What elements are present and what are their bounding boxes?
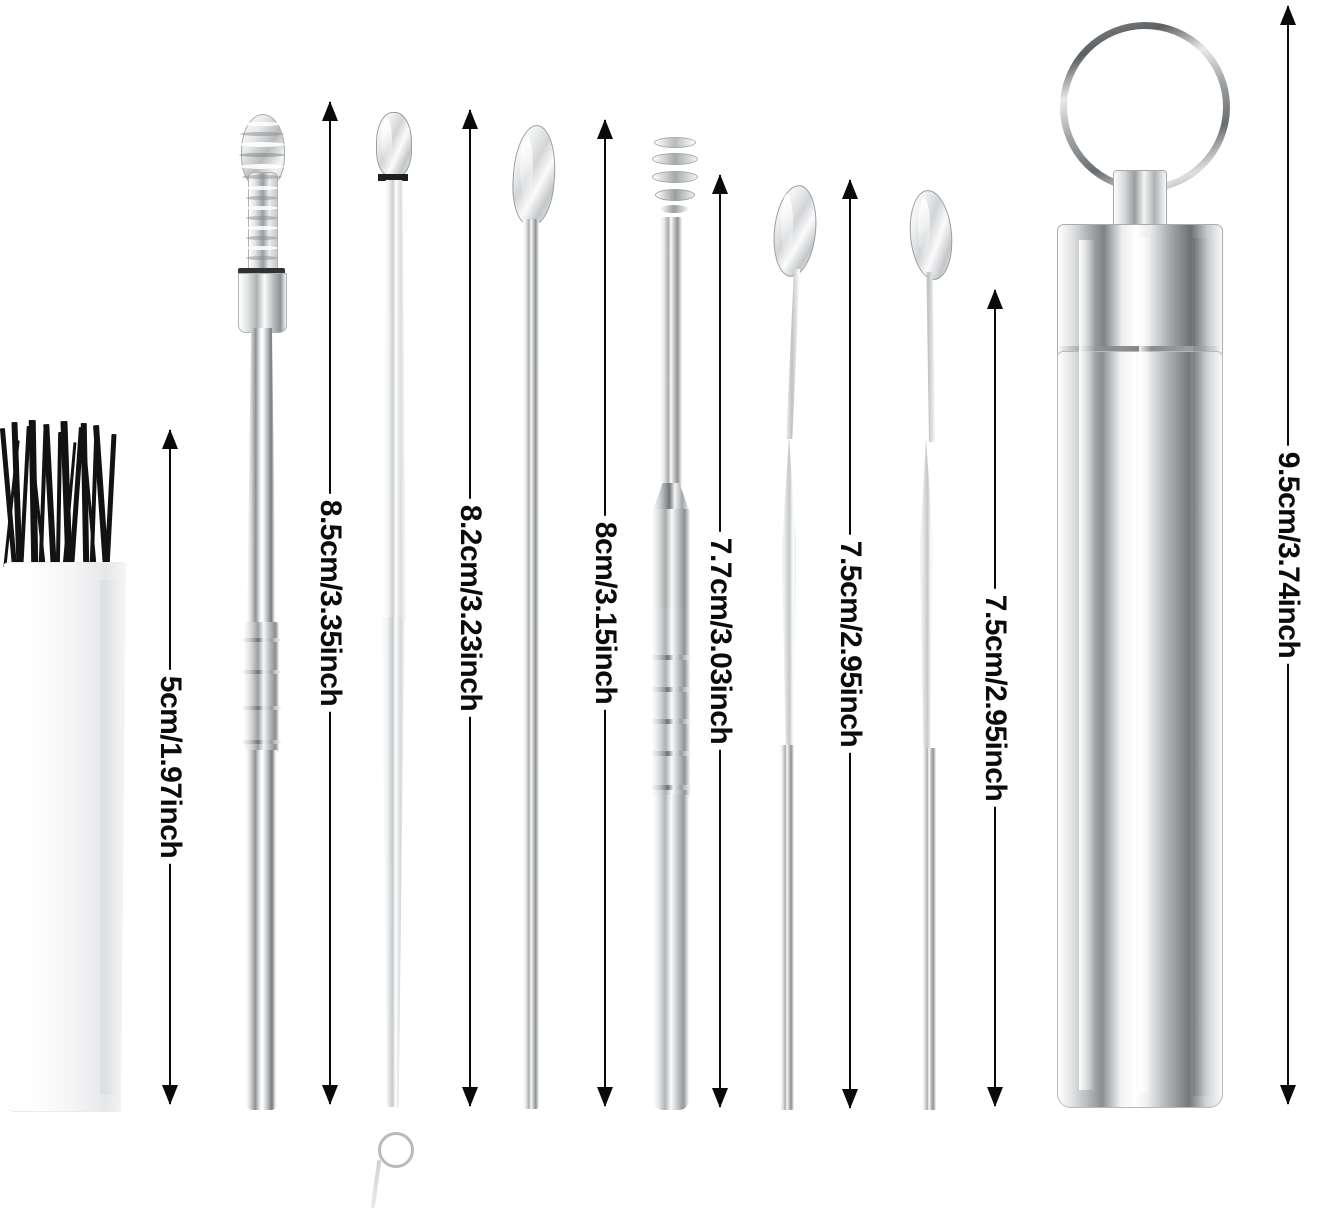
dimension-label: 8cm/3.15inch [588,515,622,711]
scoop-loop-tail [370,1159,382,1208]
arrow-head-up-icon [1280,5,1296,25]
spoon-shaft-mid [919,438,934,778]
dimension-label: 5cm/1.97inch [153,669,187,865]
dimension-keychain-case: 9.5cm/3.74inch [1268,5,1308,1105]
telescope-grip [652,609,690,797]
scoop-tip-shine [381,118,392,162]
keychain-storage-case [1035,10,1255,1110]
arrow-head-down-icon [842,1089,858,1109]
oval-spoon-ear-pick-b [900,188,970,1110]
arrow-head-down-icon [987,1087,1003,1107]
brush-handle-shadow [100,580,120,1095]
flat-spatula-ear-pick [505,123,575,1110]
arrow-head-up-icon [462,109,478,129]
spiral-spring-ear-pick [225,110,305,1110]
pick-grip [244,622,279,752]
coil-tip-icon [650,135,698,221]
arrow-head-down-icon [462,1087,478,1107]
brush-bristles [0,419,130,570]
product-dimension-diagram: 5cm/1.97inch [0,5,1308,1208]
dimension-oval-spoon-b: 7.5cm/2.95inch [975,289,1015,1107]
arrow-head-up-icon [712,174,728,194]
dimension-flat-spatula-pick: 8cm/3.15inch [585,119,625,1107]
scoop-collar [378,174,408,181]
spoon-tip-icon [906,188,956,282]
double-ended-scoop-pick [358,112,428,1208]
pick-shaft-lower [246,750,277,1110]
dimension-cleaning-brush: 5cm/1.97inch [150,429,190,1105]
spoon-shaft-lower [922,748,936,1110]
arrow-head-up-icon [842,179,858,199]
spring-tip-icon [237,110,287,275]
spoon-shaft-mid [781,435,797,775]
spoon-tip-shine [781,194,793,254]
telescope-shaft-2 [652,509,690,609]
dimension-label: 7.5cm/2.95inch [978,588,1012,808]
arrow-head-up-icon [322,101,338,121]
arrow-head-down-icon [322,1085,338,1105]
telescope-shaft-1 [660,217,682,487]
dimension-spiral-spring-pick: 8.5cm/3.35inch [310,101,350,1105]
spoon-tip-icon [769,183,821,279]
case-nub [1113,170,1167,230]
arrow-head-down-icon [597,1087,613,1107]
dimension-label: 8.5cm/3.35inch [313,493,347,713]
case-edge-shadow [1193,238,1211,1096]
oval-spoon-ear-pick-a [768,183,838,1110]
cleaning-brush [0,419,150,1112]
spatula-shaft [523,219,539,1109]
spatula-tip-icon [509,123,559,227]
dimension-label: 9.5cm/3.74inch [1271,445,1305,665]
brush-handle-highlight [14,580,32,1090]
dimension-label: 7.5cm/2.95inch [833,534,867,754]
dimension-label: 7.7cm/3.03inch [703,531,737,751]
spoon-neck [926,272,936,442]
pick-shaft-upper [247,328,276,628]
arrow-head-down-icon [1280,1085,1296,1105]
dimension-telescopic-pick: 7.7cm/3.03inch [700,174,740,1108]
arrow-head-up-icon [162,429,178,449]
dimension-double-ended-pick: 8.2cm/3.23inch [450,109,490,1107]
scoop-loop-icon [378,1132,414,1168]
telescope-barrel [653,795,689,1110]
pick-ferrule [238,273,287,333]
telescopic-coil-ear-pick [640,135,720,1110]
arrow-head-down-icon [712,1088,728,1108]
arrow-head-up-icon [987,289,1003,309]
spoon-tip-shine [918,198,930,256]
spoon-neck [786,269,800,439]
pick-collar [238,268,285,274]
dimension-oval-spoon-a: 7.5cm/2.95inch [830,179,870,1109]
scoop-body [382,180,406,620]
dimension-label: 8.2cm/3.23inch [453,498,487,718]
spoon-shaft-lower [780,745,794,1110]
case-highlight-center [1139,238,1151,1093]
arrow-head-up-icon [597,119,613,139]
scoop-body-lower [381,617,405,1107]
key-ring-inner-line [1071,33,1207,169]
arrow-head-down-icon [162,1085,178,1105]
spatula-tip-shine [520,135,533,201]
case-highlight-left [1079,240,1095,1090]
